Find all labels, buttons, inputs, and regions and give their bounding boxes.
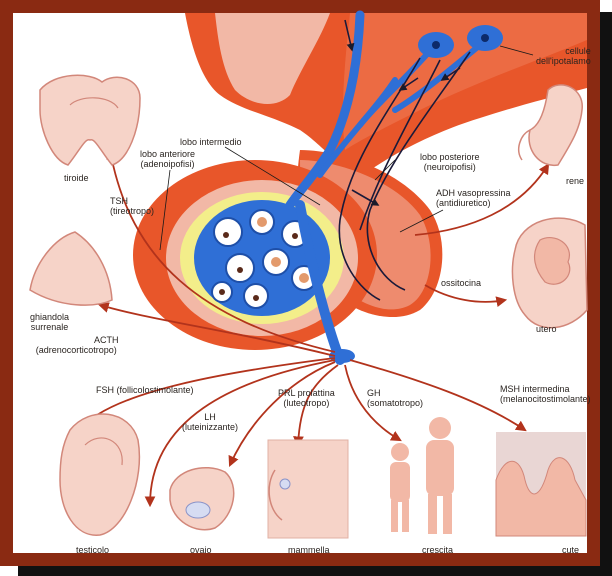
label-fsh: FSH (follicolostimolante) — [96, 385, 194, 395]
label-ghiandola-surrenale: ghiandola surrenale — [30, 312, 69, 332]
label-lobo-posteriore: lobo posteriore (neuroipofisi) — [420, 152, 480, 172]
label-lobo-anteriore: lobo anteriore (adenoipofisi) — [140, 149, 195, 169]
uterus-organ — [512, 218, 587, 328]
skin-organ — [496, 432, 586, 536]
label-prl: PRL prolattina (luteotropo) — [278, 388, 335, 408]
label-tiroide: tiroide — [64, 173, 89, 183]
label-ovaio: ovaio — [190, 545, 212, 555]
label-msh: MSH intermedina (melanocitostimolante) — [500, 384, 591, 404]
label-rene: rene — [566, 176, 584, 186]
label-testicolo: testicolo — [76, 545, 109, 555]
label-adh: ADH vasopressina (antidiuretico) — [436, 188, 511, 208]
label-lh: LH (luteinizzante) — [182, 412, 238, 432]
label-tsh: TSH (tireotropo) — [110, 196, 154, 216]
label-lobo-intermedio: lobo intermedio — [180, 137, 242, 147]
breast-organ — [268, 440, 348, 538]
label-cute: cute — [562, 545, 579, 555]
label-utero: utero — [536, 324, 557, 334]
label-crescita: crescita — [422, 545, 453, 555]
label-cellule: cellule dell'ipotalamo — [536, 46, 591, 66]
label-mammella: mammella — [288, 545, 330, 555]
label-gh: GH (somatotropo) — [367, 388, 423, 408]
label-ossitocina: ossitocina — [441, 278, 481, 288]
label-acth: ACTH (adrenocorticotropo) — [34, 335, 119, 355]
